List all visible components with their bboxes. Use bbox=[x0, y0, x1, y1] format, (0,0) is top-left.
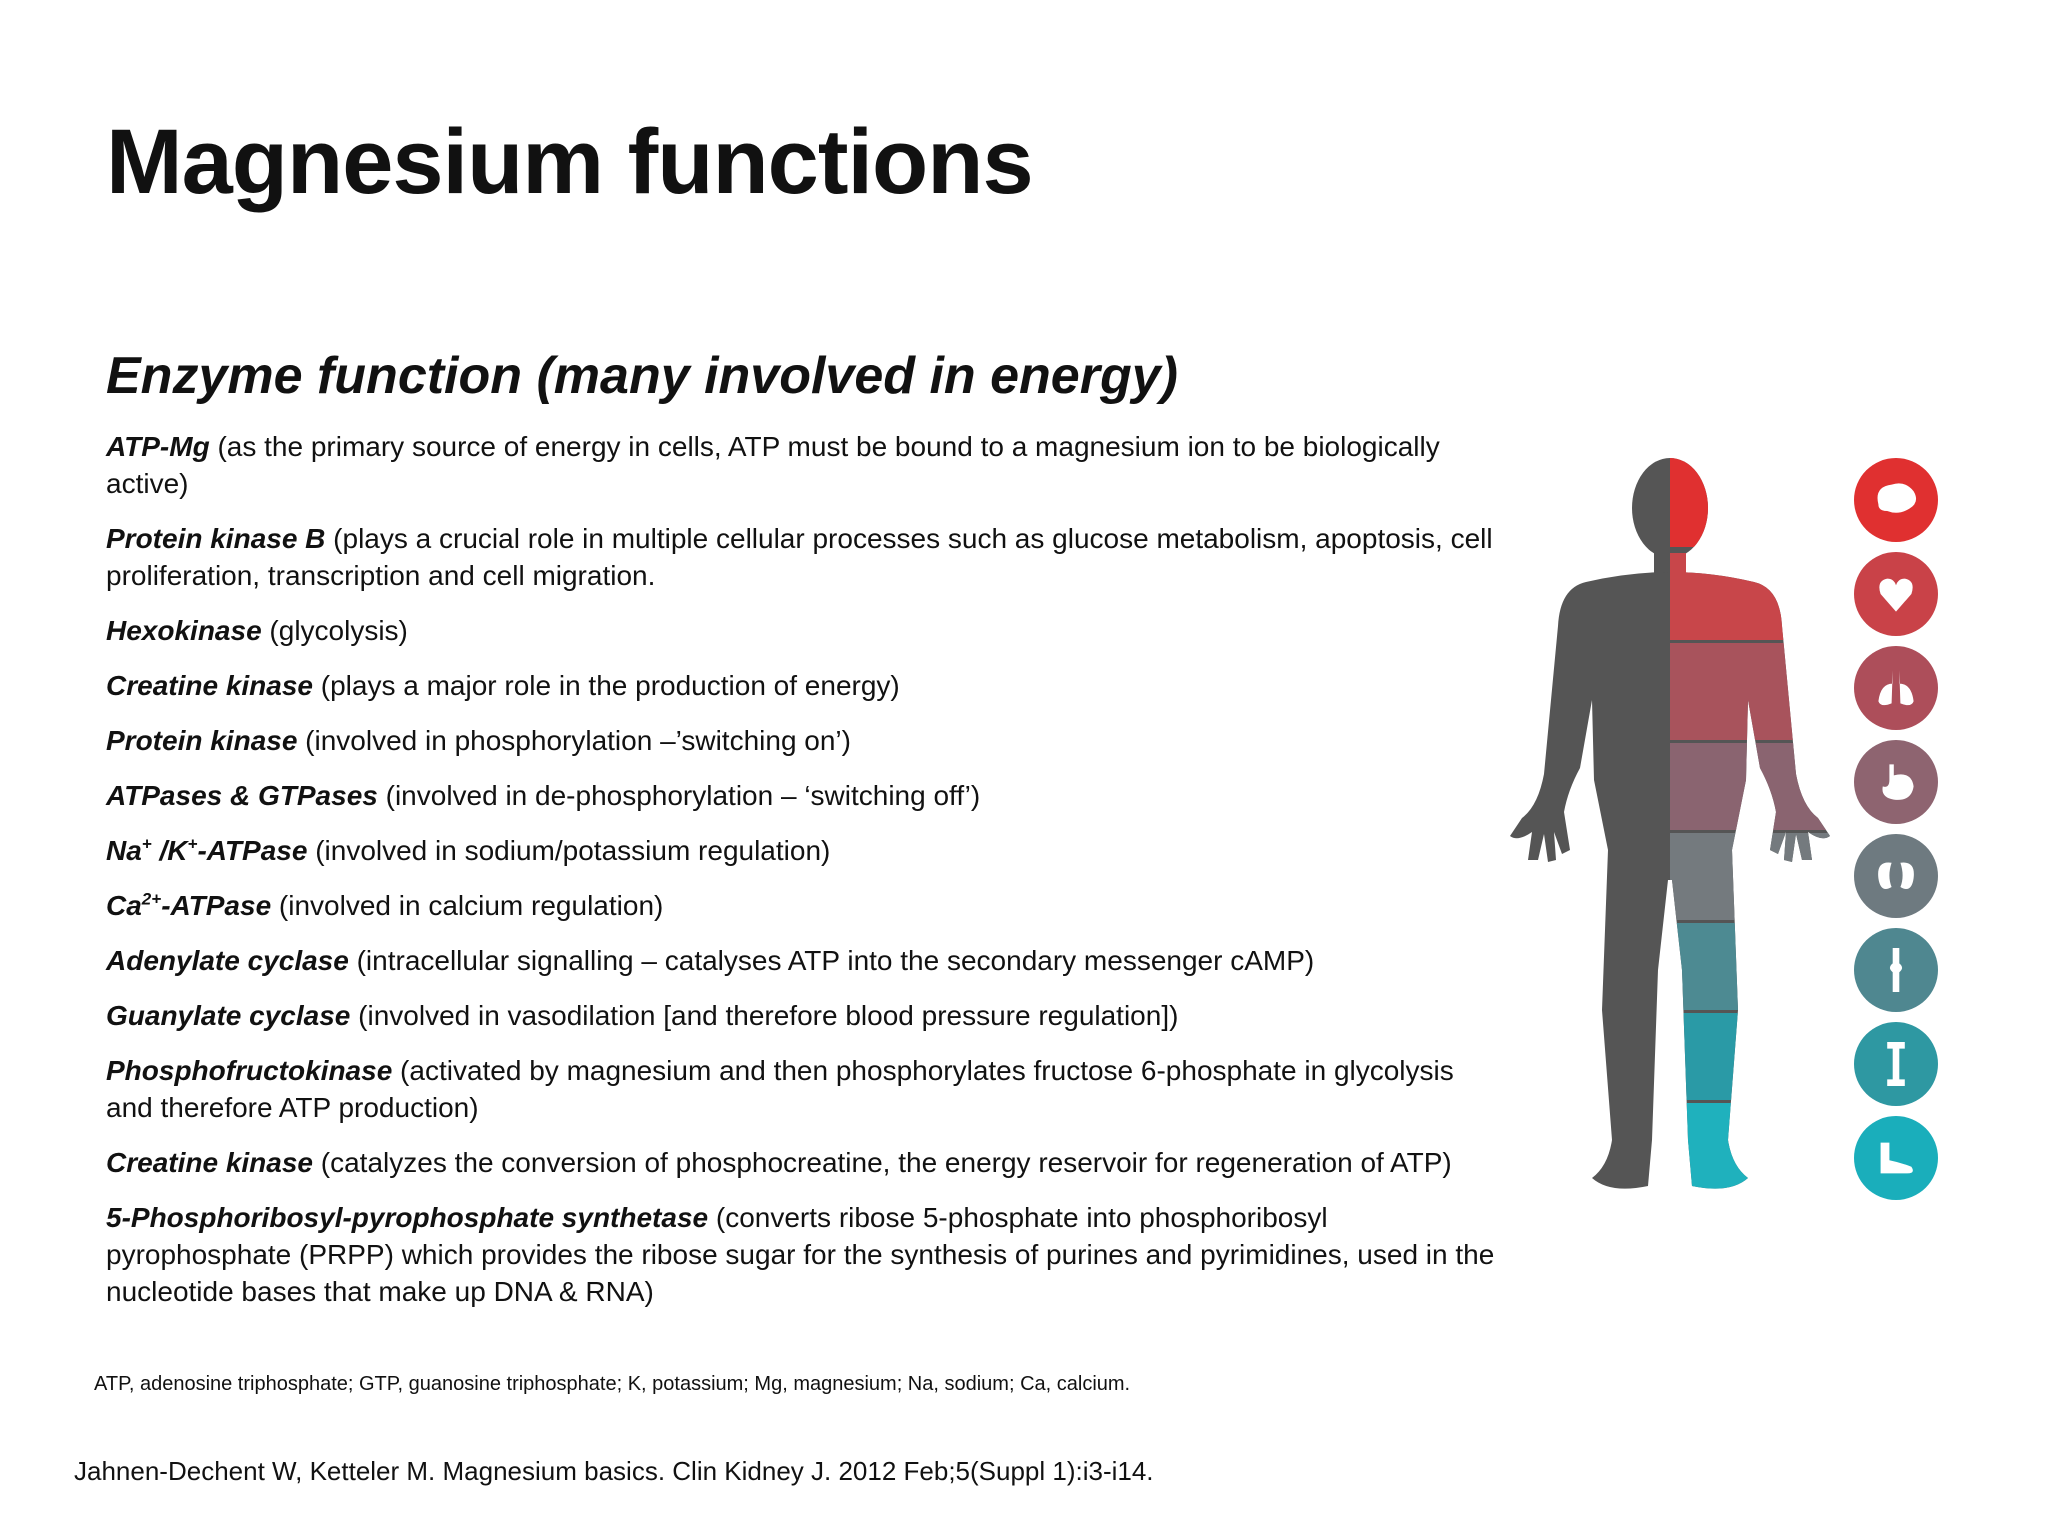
body-segment-4 bbox=[1670, 743, 1826, 830]
enzyme-description: (involved in de-phosphorylation – ‘switc… bbox=[377, 780, 981, 811]
body-segment-8 bbox=[1686, 1103, 1748, 1189]
enzyme-item-adenylate-cyclase: Adenylate cyclase (intracellular signall… bbox=[106, 942, 1506, 979]
bone-icon bbox=[1854, 1022, 1938, 1106]
enzyme-item-protein-kinase-b: Protein kinase B (plays a crucial role i… bbox=[106, 520, 1506, 594]
enzyme-item-ca-atpase: Ca2+-ATPase (involved in calcium regulat… bbox=[106, 887, 1506, 924]
enzyme-item-creatine-kinase: Creatine kinase (plays a major role in t… bbox=[106, 667, 1506, 704]
enzyme-item-hexokinase: Hexokinase (glycolysis) bbox=[106, 612, 1506, 649]
enzyme-description: (involved in sodium/potassium regulation… bbox=[307, 835, 831, 866]
term-part: Na bbox=[106, 835, 142, 866]
enzyme-term: Na+ /K+-ATPase bbox=[106, 835, 307, 866]
enzyme-item-phosphofructokinase: Phosphofructokinase (activated by magnes… bbox=[106, 1052, 1506, 1126]
enzyme-description: (converts ribose 5-phosphate into phosph… bbox=[106, 1202, 1495, 1307]
enzyme-description: (involved in phosphorylation –’switching… bbox=[297, 725, 851, 756]
enzyme-item-guanylate-cyclase: Guanylate cyclase (involved in vasodilat… bbox=[106, 997, 1506, 1034]
brain-icon bbox=[1854, 458, 1938, 542]
kidneys-icon bbox=[1854, 834, 1938, 918]
body-segment-7 bbox=[1683, 1013, 1738, 1100]
body-segment-6 bbox=[1676, 923, 1738, 1010]
term-part: /K bbox=[151, 835, 188, 866]
enzyme-term: Hexokinase bbox=[106, 615, 262, 646]
foot-icon bbox=[1854, 1116, 1938, 1200]
enzyme-term: ATP-Mg bbox=[106, 431, 210, 462]
enzyme-term: Guanylate cyclase bbox=[106, 1000, 351, 1031]
organ-icon-column bbox=[1854, 458, 1938, 1200]
body-color-segments bbox=[1670, 458, 1830, 1189]
superscript: 2+ bbox=[141, 889, 162, 909]
enzyme-item-creatine-kinase-2: Creatine kinase (catalyzes the conversio… bbox=[106, 1144, 1506, 1181]
enzyme-item-na-k-atpase: Na+ /K+-ATPase (involved in sodium/potas… bbox=[106, 832, 1506, 869]
enzyme-description: (plays a major role in the production of… bbox=[313, 670, 900, 701]
enzyme-list: ATP-Mg (as the primary source of energy … bbox=[106, 428, 1506, 1328]
enzyme-term: Creatine kinase bbox=[106, 1147, 313, 1178]
term-part: -ATPase bbox=[197, 835, 308, 866]
enzyme-term: Adenylate cyclase bbox=[106, 945, 349, 976]
enzyme-description: (intracellular signalling – catalyses AT… bbox=[348, 945, 1315, 976]
enzyme-description: (glycolysis) bbox=[261, 615, 408, 646]
heart-icon bbox=[1854, 552, 1938, 636]
enzyme-term: Phosphofructokinase bbox=[106, 1055, 393, 1086]
superscript: + bbox=[187, 834, 198, 854]
abbreviations-note: ATP, adenosine triphosphate; GTP, guanos… bbox=[94, 1373, 1131, 1395]
body-segment-3 bbox=[1670, 643, 1793, 740]
lungs-icon bbox=[1854, 646, 1938, 730]
body-segment-2 bbox=[1670, 553, 1784, 640]
enzyme-description: (catalyzes the conversion of phosphocrea… bbox=[313, 1147, 1452, 1178]
enzyme-description: (involved in vasodilation [and therefore… bbox=[350, 1000, 1179, 1031]
enzyme-item-atpases-gtpases: ATPases & GTPases (involved in de-phosph… bbox=[106, 777, 1506, 814]
enzyme-description: (involved in calcium regulation) bbox=[271, 890, 664, 921]
human-body-silhouette bbox=[1510, 458, 1830, 1189]
enzyme-description: (as the primary source of energy in cell… bbox=[106, 431, 1440, 499]
enzyme-term: Protein kinase B bbox=[106, 523, 326, 554]
body-segment-1 bbox=[1670, 458, 1708, 547]
body-segment-5 bbox=[1670, 833, 1830, 920]
enzyme-description: (activated by magnesium and then phospho… bbox=[106, 1055, 1454, 1123]
enzyme-term: 5-Phosphoribosyl-pyrophosphate synthetas… bbox=[106, 1202, 709, 1233]
stomach-icon bbox=[1854, 740, 1938, 824]
term-part: -ATPase bbox=[161, 890, 272, 921]
slide-title: Magnesium functions bbox=[106, 111, 1034, 213]
joint-icon bbox=[1854, 928, 1938, 1012]
enzyme-item-atp-mg: ATP-Mg (as the primary source of energy … bbox=[106, 428, 1506, 502]
enzyme-term: ATPases & GTPases bbox=[106, 780, 378, 811]
enzyme-term: Protein kinase bbox=[106, 725, 298, 756]
slide-subtitle: Enzyme function (many involved in energy… bbox=[106, 347, 1178, 405]
citation: Jahnen-Dechent W, Ketteler M. Magnesium … bbox=[74, 1456, 1154, 1486]
enzyme-description: (plays a crucial role in multiple cellul… bbox=[106, 523, 1493, 591]
enzyme-item-prpp-synthetase: 5-Phosphoribosyl-pyrophosphate synthetas… bbox=[106, 1199, 1506, 1310]
enzyme-term: Creatine kinase bbox=[106, 670, 313, 701]
term-part: Ca bbox=[106, 890, 142, 921]
body-organ-figure bbox=[1510, 458, 1938, 1200]
superscript: + bbox=[141, 834, 152, 854]
enzyme-term: Ca2+-ATPase bbox=[106, 890, 271, 921]
enzyme-item-protein-kinase: Protein kinase (involved in phosphorylat… bbox=[106, 722, 1506, 759]
